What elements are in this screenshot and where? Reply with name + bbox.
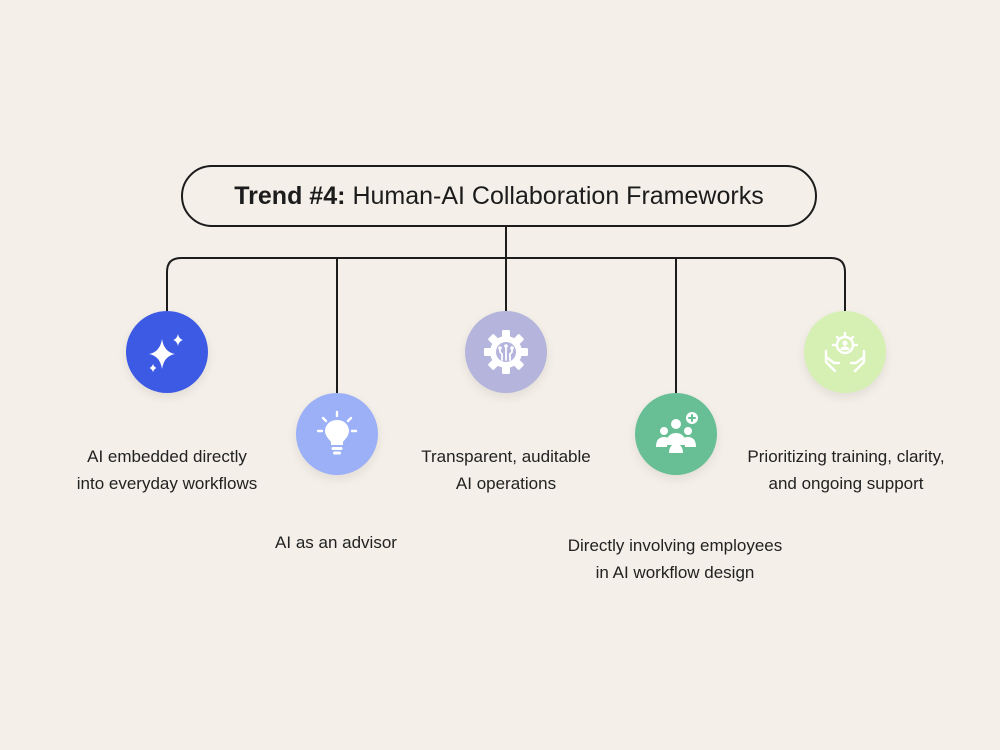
node-sparkle xyxy=(126,311,208,393)
hands-gear-person-icon xyxy=(824,331,866,373)
label-item-2: AI as an advisor xyxy=(216,529,456,556)
label-line: in AI workflow design xyxy=(595,563,755,582)
label-item-5: Prioritizing training, clarity, and ongo… xyxy=(726,443,966,497)
label-line: Directly involving employees xyxy=(567,536,783,555)
label-line: and ongoing support xyxy=(768,474,924,493)
node-gear xyxy=(465,311,547,393)
people-plus-icon xyxy=(656,412,698,453)
label-line: AI embedded directly xyxy=(87,447,247,466)
label-item-4: Directly involving employees in AI workf… xyxy=(555,532,795,586)
title-rest: Human-AI Collaboration Frameworks xyxy=(352,181,764,210)
label-item-3: Transparent, auditable AI operations xyxy=(386,443,626,497)
label-item-1: AI embedded directly into everyday workf… xyxy=(47,443,287,497)
node-people xyxy=(635,393,717,475)
sparkle-icon xyxy=(149,334,183,372)
label-line: Prioritizing training, clarity, xyxy=(747,447,945,466)
node-hands xyxy=(804,311,886,393)
label-line: into everyday workflows xyxy=(76,474,258,493)
gear-circuit-icon xyxy=(484,330,528,374)
label-line: AI operations xyxy=(455,474,557,493)
label-line: AI as an advisor xyxy=(275,533,397,552)
lightbulb-icon xyxy=(316,410,358,455)
title-strong: Trend #4: xyxy=(234,181,346,210)
node-lightbulb xyxy=(296,393,378,475)
label-line: Transparent, auditable xyxy=(421,447,591,466)
diagram-title: Trend #4: Human-AI Collaboration Framewo… xyxy=(181,165,817,227)
